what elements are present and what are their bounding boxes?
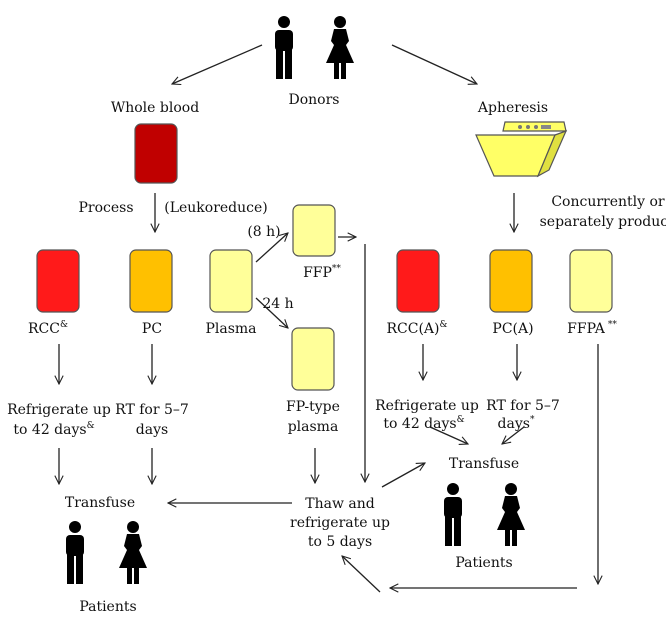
- rcc-a-label: RCC(A)&: [386, 320, 447, 337]
- arrow-donors-to-whole-blood: [172, 44, 263, 84]
- refrigerate-right-line2: to 42 days&: [383, 415, 464, 432]
- thaw-line2: refrigerate up: [290, 515, 390, 531]
- ffpa-bag: [569, 249, 613, 313]
- leukoreduce-label: (Leukoreduce): [164, 200, 268, 216]
- rcc-bag: [36, 249, 80, 313]
- apheresis-machine-icon: [475, 121, 568, 178]
- ffpa-label: FFPA**: [567, 320, 617, 337]
- arrow-refrigerate-right-to-transfuse: [429, 426, 468, 444]
- rt-left-line1: RT for 5–7: [115, 402, 189, 418]
- rt-right-line1: RT for 5–7: [486, 398, 560, 414]
- whole-blood-label: Whole blood: [111, 100, 199, 116]
- rt-right-line2: days*: [498, 415, 535, 432]
- patients-left-label: Patients: [79, 599, 136, 615]
- thaw-line1: Thaw and: [305, 496, 374, 512]
- arrow-rt-right-to-transfuse: [502, 426, 525, 444]
- thaw-line3: to 5 days: [308, 534, 372, 550]
- rcc-a-bag: [396, 249, 440, 313]
- arrow-bottom-to-thaw: [342, 556, 381, 593]
- transfuse-right-label: Transfuse: [449, 456, 519, 472]
- concurrently-label-line1: Concurrently or: [551, 194, 665, 210]
- ffp-bag: [292, 204, 336, 257]
- donor-female-icon: [326, 16, 354, 79]
- patient-female-icon: [119, 521, 147, 584]
- plasma-bag: [209, 249, 253, 313]
- eight-hour-label: (8 h): [247, 224, 280, 240]
- donors-label: Donors: [289, 92, 340, 108]
- refrigerate-right-line1: Refrigerate up: [375, 398, 479, 414]
- rcc-label: RCC&: [28, 320, 68, 337]
- arrow-plasma-to-fp-type: [255, 297, 288, 328]
- arrow-donors-to-apheresis: [391, 44, 477, 84]
- patients-right-label: Patients: [455, 555, 512, 571]
- patient-male-icon: [444, 483, 462, 546]
- donor-male-icon: [275, 16, 293, 79]
- whole-blood-bag: [134, 123, 178, 184]
- arrow-thaw-to-transfuse-right: [381, 463, 425, 488]
- apheresis-label: Apheresis: [477, 100, 548, 116]
- patient-female-icon: [497, 483, 525, 546]
- fp-type-label-line2: plasma: [288, 419, 339, 435]
- rt-left-line2: days: [136, 422, 168, 438]
- twentyfour-hour-label: 24 h: [262, 296, 293, 312]
- pc-a-label: PC(A): [492, 321, 533, 337]
- pc-bag: [129, 249, 173, 313]
- arrow-plasma-to-ffp: [255, 233, 288, 263]
- ffp-label: FFP**: [303, 264, 341, 281]
- fp-type-label-line1: FP-type: [286, 399, 340, 415]
- transfuse-left-label: Transfuse: [65, 495, 135, 511]
- refrigerate-left-line1: Refrigerate up: [7, 402, 111, 418]
- concurrently-label-line2: separately produce: [540, 214, 666, 230]
- process-label: Process: [78, 200, 133, 216]
- refrigerate-left-line2: to 42 days&: [13, 421, 94, 438]
- plasma-label: Plasma: [205, 321, 256, 337]
- patient-male-icon: [66, 521, 84, 584]
- fp-type-plasma-bag: [291, 327, 335, 391]
- pc-label: PC: [142, 321, 162, 337]
- pc-a-bag: [489, 249, 533, 313]
